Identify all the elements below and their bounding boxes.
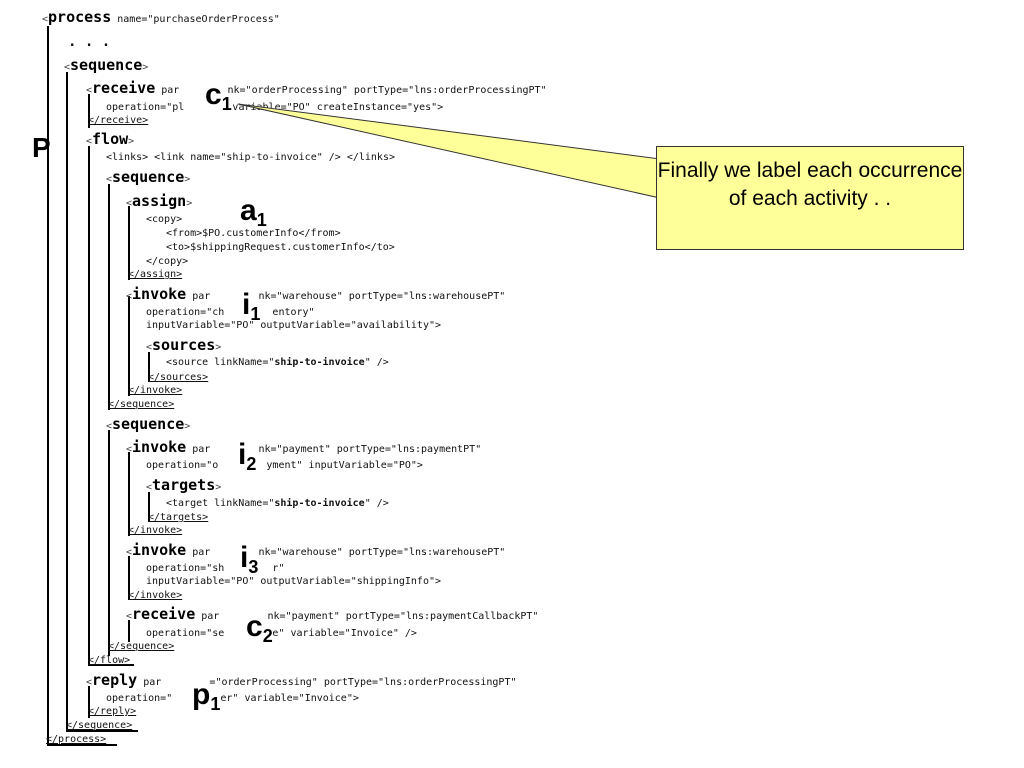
invoke-2-close: </invoke> (128, 525, 183, 536)
sequence-2-close: </sequence> (108, 641, 175, 652)
sequence-tag-outer: <sequence> (64, 56, 149, 74)
flow-close: </flow> (88, 655, 131, 666)
bracket-sequence-1 (108, 184, 110, 410)
ellipsis: . . . (68, 34, 111, 50)
receive-2-operation: operation="se e" variable="Invoice" /> (146, 628, 417, 639)
invoke-tag-1: <invoke par nk="warehouse" portType="lns… (126, 285, 506, 303)
callout-text: Finally we label each occurrence of each… (657, 159, 963, 210)
copy-close: </copy> (146, 256, 189, 267)
bracket-invoke-2 (128, 452, 130, 536)
label-a1: a1 (240, 194, 267, 231)
target-link: <target linkName="ship-to-invoice" /> (166, 498, 389, 509)
reply-close: </reply> (88, 706, 137, 717)
targets-close: </targets> (148, 512, 209, 523)
copy-open: <copy> (146, 214, 183, 225)
bracket-sequence-outer-foot (66, 730, 138, 732)
invoke-tag-3: <invoke par nk="warehouse" portType="lns… (126, 541, 506, 559)
receive-close: </receive> (88, 115, 149, 126)
flow-tag: <flow> (86, 130, 135, 148)
sequence-outer-close: </sequence> (66, 720, 133, 731)
assign-tag: <assign> (126, 192, 193, 210)
invoke-tag-2: <invoke par nk="payment" portType="lns:p… (126, 438, 482, 456)
reply-operation: operation=" er" variable="Invoice"> (106, 693, 359, 704)
invoke-3-close: </invoke> (128, 590, 183, 601)
bracket-process-foot (47, 744, 117, 746)
bracket-targets (148, 492, 150, 522)
copy-from: <from>$PO.customerInfo</from> (166, 228, 341, 239)
label-i2: i2 (238, 438, 257, 475)
assign-close: </assign> (128, 269, 183, 280)
reply-tag: <reply par ="orderProcessing" portType="… (86, 671, 517, 689)
process-tag: <process name="purchaseOrderProcess" (42, 8, 280, 26)
links-line: <links> <link name="ship-to-invoice" /> … (106, 152, 395, 163)
label-P: P (32, 132, 51, 163)
bracket-flow (88, 146, 90, 666)
bracket-process (47, 26, 49, 746)
bracket-flow-foot (88, 664, 134, 666)
callout-box: Finally we label each occurrence of each… (656, 146, 964, 250)
label-p1: p1 (192, 678, 221, 715)
sequence-1-close: </sequence> (108, 399, 175, 410)
bracket-receive (88, 94, 90, 128)
receive-tag-2: <receive par nk="payment" portType="lns:… (126, 605, 539, 623)
bracket-sequence-outer (66, 72, 68, 732)
invoke-2-operation: operation="o yment" inputVariable="PO"> (146, 460, 423, 471)
sequence-tag-2: <sequence> (106, 415, 191, 433)
label-c2: c2 (246, 610, 273, 647)
receive-operation: operation="pl variable="PO" createInstan… (106, 102, 444, 113)
label-i3: i3 (240, 541, 259, 578)
invoke-3-operation: operation="sh r" (146, 563, 285, 574)
bracket-invoke-1 (128, 296, 130, 396)
sequence-tag-1: <sequence> (106, 168, 191, 186)
copy-to: <to>$shippingRequest.customerInfo</to> (166, 242, 395, 253)
bracket-reply (88, 686, 90, 718)
invoke-3-variables: inputVariable="PO" outputVariable="shipp… (146, 576, 442, 587)
bracket-assign (128, 206, 130, 280)
process-close: </process> (46, 734, 107, 745)
invoke-1-close: </invoke> (128, 385, 183, 396)
label-c1: c1 (205, 78, 232, 115)
sources-tag: <sources> (146, 336, 222, 354)
targets-tag: <targets> (146, 476, 222, 494)
receive-tag: <receive par nk="orderProcessing" portTy… (86, 79, 547, 97)
label-i1: i1 (242, 288, 261, 325)
bracket-receive-2 (128, 620, 130, 642)
sources-close: </sources> (148, 372, 209, 383)
source-link: <source linkName="ship-to-invoice" /> (166, 357, 389, 368)
bracket-sequence-2 (108, 430, 110, 656)
bracket-sources (148, 352, 150, 382)
bracket-invoke-3 (128, 556, 130, 600)
invoke-1-operation: operation="ch entory" (146, 307, 315, 318)
invoke-1-variables: inputVariable="PO" outputVariable="avail… (146, 320, 442, 331)
